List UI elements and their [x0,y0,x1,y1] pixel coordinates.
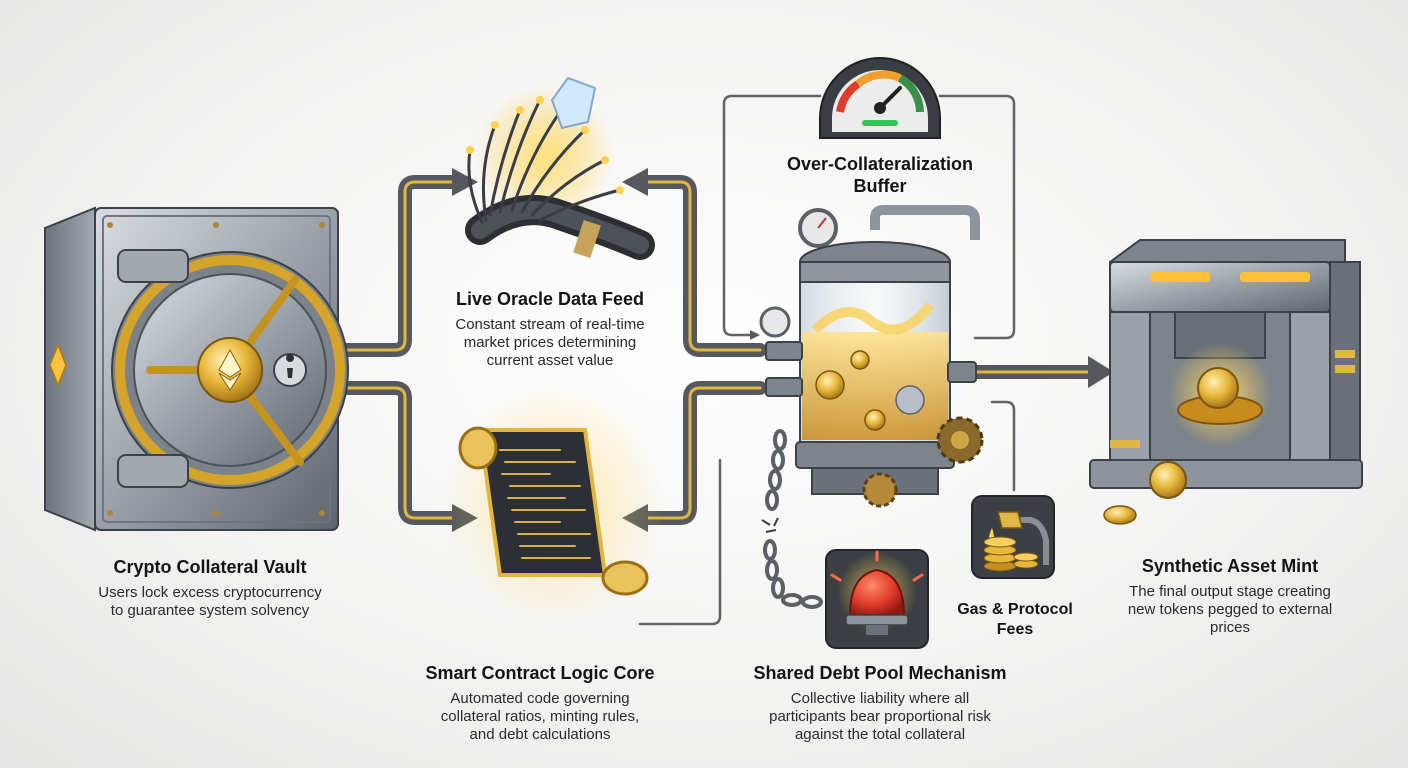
mint-press-icon [1089,239,1363,525]
pool-description: Collective liability where all participa… [720,690,1040,744]
buffer-title-line: Buffer [853,176,907,196]
pool-description-line: against the total collateral [794,726,966,743]
oracle-description-line: market prices determining [463,334,637,351]
pool-label: Shared Debt Pool Mechanism Collective li… [720,662,1040,744]
mint-label: Synthetic Asset Mint The final output st… [1085,555,1375,637]
arrow-icon [622,168,648,196]
coin-stack-icon [983,536,1039,572]
oracle-label: Live Oracle Data Feed Constant stream of… [400,288,700,370]
mint-description-line: The final output stage creating [1129,583,1331,600]
vault-icon [44,206,349,532]
contract-description-line: Automated code governing [450,690,630,707]
buffer-label: Over-Collateralization Buffer [740,153,1020,197]
chain-icon [761,429,823,609]
contract-description-line: and debt calculations [469,726,611,743]
reactor-tank-icon [759,205,984,508]
pool-title: Shared Debt Pool Mechanism [753,663,1007,683]
oracle-description-line: Constant stream of real-time [455,316,645,333]
coin-icon [815,350,925,431]
alarm-bell-icon [825,549,929,649]
fiber-optic-cable-icon [465,76,655,260]
fees-title-line: Fees [996,621,1034,638]
fees-label: Gas & Protocol Fees [940,600,1090,640]
buffer-title-line: Over-Collateralization [786,154,974,174]
oracle-description: Constant stream of real-time market pric… [400,316,700,370]
coin-icon [1103,461,1187,525]
keyhole-icon [286,354,295,378]
contract-description: Automated code governing collateral rati… [390,690,690,744]
code-scroll-icon [445,385,665,625]
mint-title: Synthetic Asset Mint [1141,556,1319,576]
ethereum-icon [218,348,242,391]
vault-label: Crypto Collateral Vault Users lock exces… [60,556,360,620]
oracle-title: Live Oracle Data Feed [455,289,645,309]
mint-description: The final output stage creating new toke… [1085,583,1375,637]
connector-pipes [333,94,1097,626]
fees-title-line: Gas & Protocol [957,601,1073,618]
mint-description-line: new tokens pegged to external [1127,601,1333,618]
oracle-description-line: current asset value [486,352,614,369]
contract-label: Smart Contract Logic Core Automated code… [390,662,690,744]
vault-description-line: Users lock excess cryptocurrency [98,584,322,601]
gauge-icon [819,57,941,139]
vault-title: Crypto Collateral Vault [113,557,307,577]
crystal-icon [550,76,597,130]
arrow-icon [452,168,478,196]
pool-description-line: participants bear proportional risk [769,708,991,725]
arrow-icon [1088,356,1114,388]
pool-description-line: Collective liability where all [790,690,970,707]
vault-description-line: to guarantee system solvency [110,602,310,619]
gear-icon [862,416,984,508]
vault-description: Users lock excess cryptocurrency to guar… [60,584,360,620]
contract-description-line: collateral ratios, minting rules, [440,708,640,725]
contract-title: Smart Contract Logic Core [425,663,655,683]
mint-description-line: prices [1209,619,1250,636]
